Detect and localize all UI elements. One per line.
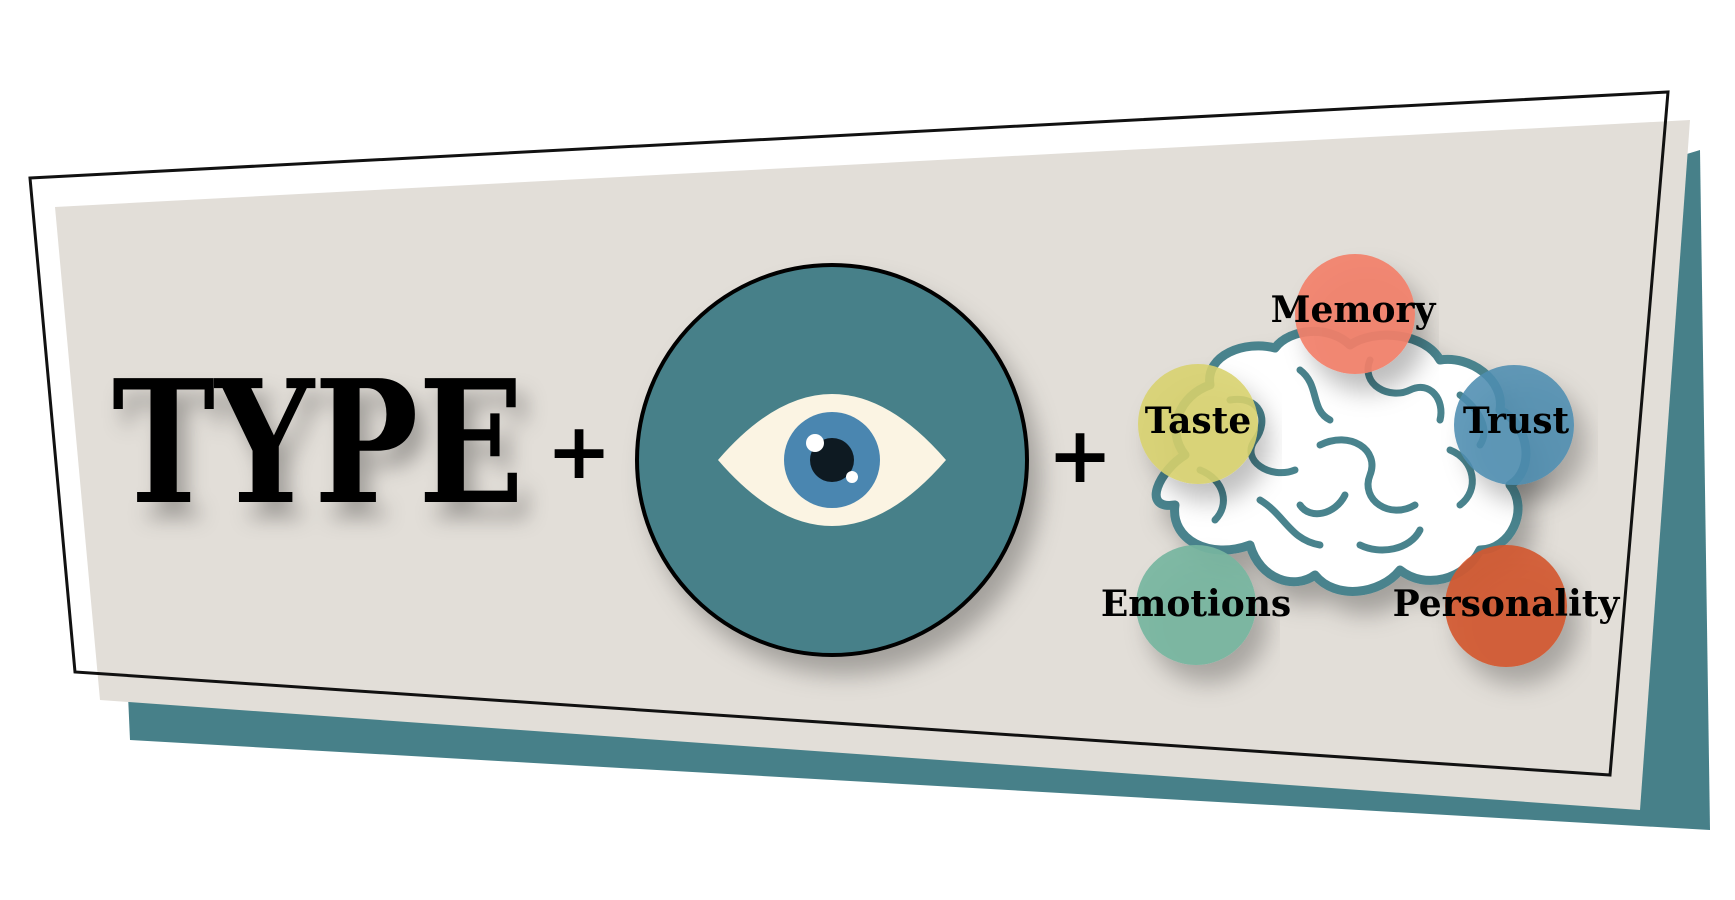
plus-sign-1-glyph: +: [546, 406, 611, 497]
brain-cluster: Memory Taste Trust Emotions Personality: [1101, 254, 1621, 667]
memory-label: Memory: [1271, 289, 1437, 331]
type-heading: TYPE: [112, 343, 524, 543]
outline-frame: [28, 90, 1670, 777]
taste-circle: [1138, 364, 1258, 484]
personality-circle: [1445, 545, 1567, 667]
memory-circle: [1295, 254, 1415, 374]
personality-label: Personality: [1393, 583, 1621, 625]
trust-circle: [1454, 365, 1574, 485]
eye-highlight-large: [806, 434, 824, 452]
emotions-circle: [1136, 545, 1256, 665]
eye-highlight-small: [846, 471, 858, 483]
plus-sign-2-glyph: +: [1047, 410, 1112, 501]
eye-disc: [635, 263, 1029, 657]
emotions-label: Emotions: [1101, 583, 1291, 625]
eye-icon: [718, 394, 946, 526]
trust-label: Trust: [1463, 400, 1570, 442]
plus-sign-1: +: [546, 406, 611, 497]
taste-label: Taste: [1145, 400, 1251, 442]
plus-sign-2: +: [1047, 410, 1112, 501]
